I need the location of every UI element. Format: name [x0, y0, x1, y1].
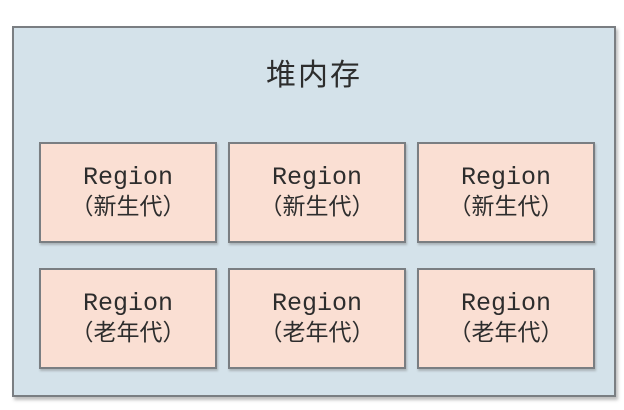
region-box-young-3: Region （新生代）	[417, 142, 595, 243]
region-box-old-1: Region （老年代）	[39, 268, 217, 369]
region-box-old-3: Region （老年代）	[417, 268, 595, 369]
region-name: Region	[82, 288, 173, 318]
region-name: Region	[271, 288, 362, 318]
region-name: Region	[271, 162, 362, 192]
region-generation-label: （新生代）	[259, 194, 375, 221]
old-generation-row: Region （老年代） Region （老年代） Region （老年代）	[39, 268, 595, 369]
region-name: Region	[460, 162, 551, 192]
region-box-old-2: Region （老年代）	[228, 268, 406, 369]
region-generation-label: （老年代）	[448, 320, 564, 347]
region-name: Region	[460, 288, 551, 318]
region-name: Region	[82, 162, 173, 192]
region-box-young-2: Region （新生代）	[228, 142, 406, 243]
region-generation-label: （新生代）	[448, 194, 564, 221]
heap-memory-container: 堆内存 Region （新生代） Region （新生代） Region （新生…	[12, 26, 616, 397]
region-generation-label: （老年代）	[70, 320, 186, 347]
region-generation-label: （新生代）	[70, 194, 186, 221]
region-box-young-1: Region （新生代）	[39, 142, 217, 243]
heap-memory-title: 堆内存	[266, 61, 362, 95]
region-generation-label: （老年代）	[259, 320, 375, 347]
young-generation-row: Region （新生代） Region （新生代） Region （新生代）	[39, 142, 595, 243]
